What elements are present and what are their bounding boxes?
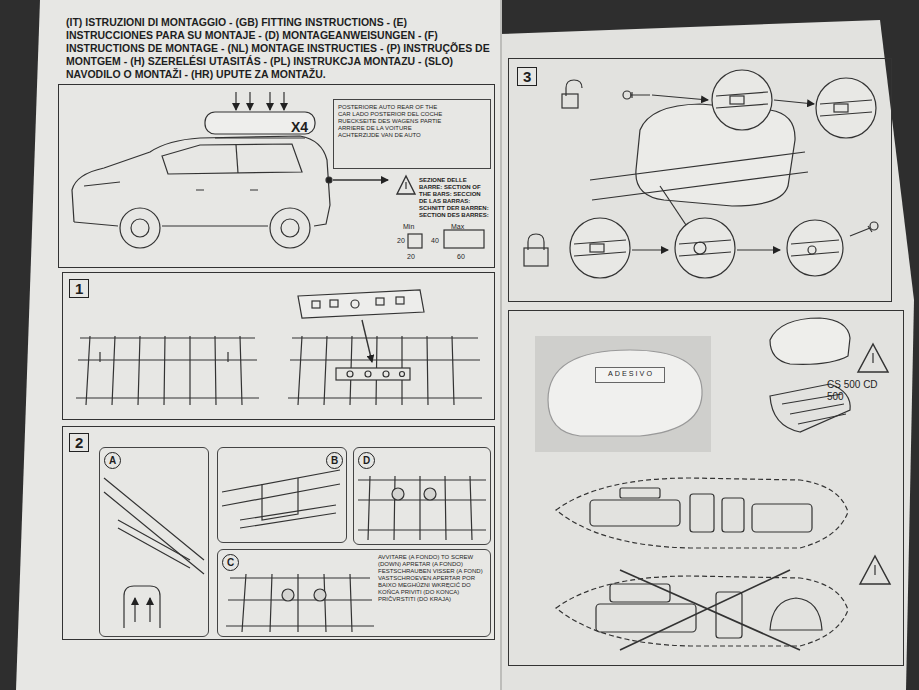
sticker-label: ADESIVO xyxy=(595,367,665,383)
node-text: CS 500 CD 500 xyxy=(827,379,881,403)
warning-panel: CS 500 CD 500 ADESIVO xyxy=(508,310,904,666)
step-number: 1 xyxy=(69,279,89,298)
node-text: 60 xyxy=(457,253,465,261)
node-text: SEZIONE DELLE BARRE: SECTION OF THE BARS… xyxy=(419,177,489,219)
substep-panel: A xyxy=(99,447,209,637)
node-text: 40 xyxy=(431,237,439,245)
substep-panel: D xyxy=(353,447,491,545)
sheet-title: (IT) ISTRUZIONI DI MONTAGGIO - (GB) FITT… xyxy=(66,16,496,81)
node-text: AVVITARE (A FONDO) TO SCREW (DOWN) APRET… xyxy=(378,554,488,604)
node-text: POSTERIORE AUTO REAR OF THE CAR LADO POS… xyxy=(338,104,450,139)
rear-note-box: POSTERIORE AUTO REAR OF THE CAR LADO POS… xyxy=(333,99,491,169)
step-number: 3 xyxy=(517,67,537,86)
bar-section-box: SEZIONE DELLE BARRE: SECTION OF THE BARS… xyxy=(395,173,491,267)
step-panel: 2A BD C AVVITARE (A FONDO) TO SCREW (DOWN) … xyxy=(62,426,495,640)
node-text: X4 xyxy=(291,119,308,136)
car-panel: X4 POSTERIORE AUTO REAR OF THE CAR LADO P… xyxy=(58,84,495,268)
node-text: 20 xyxy=(397,237,405,245)
substep-panel: C AVVITARE (A FONDO) TO SCREW (DOWN) APRE… xyxy=(217,549,491,637)
substep-panel: B xyxy=(217,447,347,543)
node-text: Min xyxy=(403,223,414,231)
node-text: Max xyxy=(451,223,464,231)
step-number: A xyxy=(104,452,121,469)
node-text: 20 xyxy=(407,253,415,261)
step-panel: 3 xyxy=(508,58,892,302)
step-panel: 1 xyxy=(62,272,495,420)
step-number: 2 xyxy=(69,433,89,452)
node-text: ADESIVO xyxy=(596,370,666,378)
step-number: C xyxy=(222,554,239,571)
step-number: D xyxy=(358,452,375,469)
step-number: B xyxy=(326,452,343,469)
